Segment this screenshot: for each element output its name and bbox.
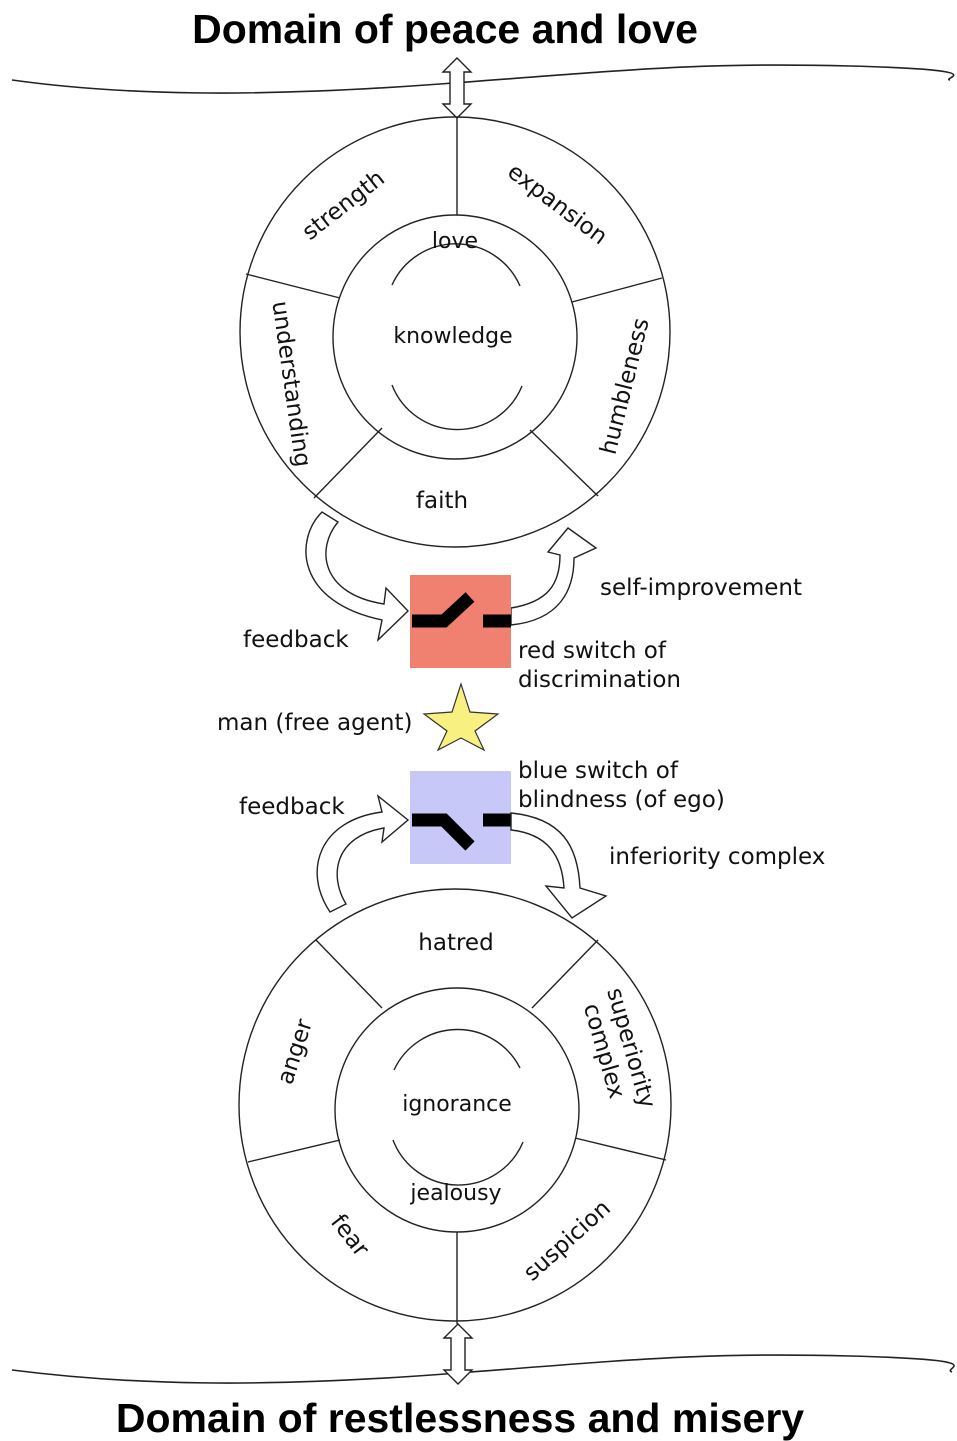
- lower-feedback-arrow-icon: [316, 794, 410, 913]
- ring-love: love: [432, 229, 478, 254]
- upper-feedback-arrow-icon: [305, 511, 409, 643]
- lower-feedback-label: feedback: [239, 794, 345, 820]
- upper-core-arc-bottom: [391, 384, 523, 431]
- upper-divider-left: [245, 273, 341, 299]
- core-knowledge: knowledge: [393, 324, 512, 349]
- top-double-arrow-icon: [441, 57, 473, 119]
- self-improvement-label: self-improvement: [600, 575, 802, 601]
- upper-wheel: strength expansion understanding humblen…: [239, 116, 671, 548]
- upper-divider-lowright: [529, 429, 599, 497]
- ring-jealousy: jealousy: [409, 1181, 501, 1206]
- segment-expansion: expansion: [502, 159, 612, 251]
- bottom-boundary-line: [11, 1354, 955, 1384]
- lower-outer-ring: [238, 888, 672, 1322]
- upper-outer-ring: [239, 116, 671, 548]
- upper-inner-ring: [332, 214, 578, 460]
- switch-closed-icon: [412, 592, 511, 628]
- red-switch-label-line1: red switch of: [518, 638, 667, 664]
- bottom-domain-title: Domain of restlessness and misery: [116, 1395, 804, 1441]
- top-boundary-line: [11, 64, 955, 94]
- segment-faith: faith: [416, 488, 468, 514]
- lower-divider-left: [247, 1139, 341, 1163]
- upper-feedback-label: feedback: [243, 627, 349, 653]
- segment-humbleness: humbleness: [596, 316, 655, 458]
- lower-divider-topleft: [315, 939, 383, 1009]
- inferiority-complex-label: inferiority complex: [609, 844, 825, 870]
- lower-wheel: hatred anger superiority complex fear su…: [238, 888, 672, 1324]
- lower-core-arc-top: [393, 1028, 521, 1071]
- segment-anger: anger: [273, 1016, 319, 1088]
- blue-switch-label-line1: blue switch of: [518, 758, 679, 784]
- top-domain-title: Domain of peace and love: [192, 6, 698, 52]
- segment-hatred: hatred: [418, 930, 493, 956]
- upper-divider-lowleft: [313, 427, 383, 499]
- star-icon: [422, 682, 500, 752]
- self-improvement-arrow-icon: [510, 527, 598, 626]
- bottom-double-arrow-icon: [442, 1323, 474, 1385]
- red-switch-label-line2: discrimination: [518, 667, 681, 693]
- red-switch: [410, 575, 511, 668]
- blue-switch: [410, 771, 511, 864]
- lower-core-arc-bottom: [392, 1139, 524, 1186]
- segment-suspicion: suspicion: [519, 1195, 616, 1286]
- upper-core-arc-top: [391, 243, 521, 287]
- inferiority-arrow-icon: [510, 812, 608, 919]
- switch-open-icon: [412, 813, 511, 851]
- free-agent-label: man (free agent): [217, 710, 412, 736]
- segment-understanding: understanding: [266, 299, 315, 468]
- upper-divider-right: [571, 277, 663, 303]
- segment-strength: strength: [298, 165, 390, 245]
- core-ignorance: ignorance: [402, 1092, 512, 1117]
- lower-divider-right: [574, 1137, 667, 1161]
- segment-fear: fear: [325, 1210, 374, 1263]
- lower-divider-topright: [531, 939, 599, 1009]
- blue-switch-label-line2: blindness (of ego): [518, 787, 725, 813]
